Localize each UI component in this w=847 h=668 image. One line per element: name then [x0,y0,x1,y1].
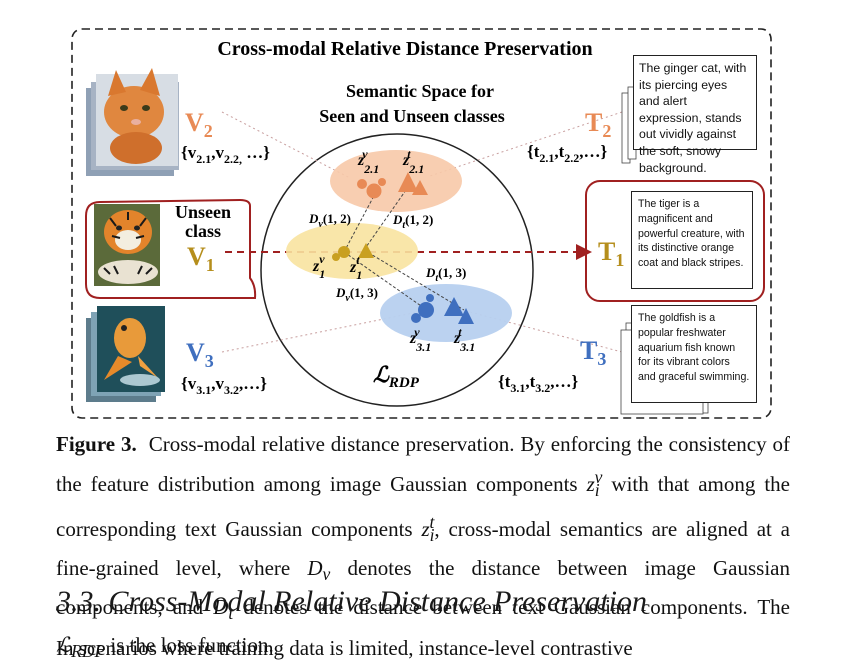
label-z21t: z2.1t [402,147,424,176]
label-v2: V2 [185,108,213,141]
text-box-t3: The goldfish is a popular freshwater aqu… [631,305,757,403]
figure-label: Figure 3. [56,432,137,456]
distance-lines [343,189,465,311]
label-t3: T3 [580,336,606,369]
label-dt13: Dt(1, 3) [425,265,466,284]
unseen-label-line1: Unseen [175,202,231,222]
goldfish-photo [86,306,165,402]
text-box-t1: The tiger is a magnificent and powerful … [631,191,753,289]
set-t2: {t2.1,t2.2,…} [527,142,608,165]
class-2-components [357,172,428,199]
body-text-line: In scenarios where training data is limi… [56,636,633,660]
label-z21v: z2.1v [357,147,379,176]
label-dv13: Dv(1, 3) [335,285,378,304]
label-v1: V1 [187,242,215,275]
semantic-space-label-line2: Seen and Unseen classes [319,106,505,126]
class-1-components [332,243,374,261]
semantic-space-label-line1: Semantic Space for [346,81,494,101]
label-t1: T1 [598,237,624,270]
unseen-label-line2: class [185,221,221,241]
label-z1v: z1v [312,252,325,281]
label-dt12: Dt(1, 2) [392,212,433,231]
cluster-class-2 [330,150,462,212]
unseen-image-frame [85,198,257,299]
section-heading: 3.3. Cross-Modal Relative Distance Prese… [56,585,648,618]
semantic-space-circle [260,133,534,407]
label-t2: T2 [585,108,611,141]
class-3-components [411,294,474,324]
set-v3: {v3.1,v3.2,…} [181,374,267,397]
label-v3: V3 [186,338,214,371]
math-zt: zit [421,512,435,546]
math-dt: Dt [213,594,234,623]
figure-caption: Figure 3.Cross-modal relative distance p… [56,432,791,662]
label-z1t: z1t [349,253,362,282]
loss-label: ℒRDP [373,362,420,391]
label-dv12: Dv(1, 2) [308,211,351,230]
figure-diagram: Cross-modal Relative Distance Preservati… [71,28,772,419]
text-box-t2: The ginger cat, with its piercing eyes a… [633,55,757,175]
figure-frame [71,28,772,419]
tiger-photo [94,204,160,286]
math-zv: ziv [586,466,603,500]
cluster-class-1 [286,223,418,279]
figure-title: Cross-modal Relative Distance Preservati… [217,38,592,60]
set-v2: {v2.1,v2.2, …} [181,143,270,166]
set-t3: {t3.1,t3.2,…} [498,372,579,395]
unseen-text-frame [585,180,765,302]
ginger-cat-photo [86,68,179,176]
label-z31t: z3.1t [453,325,475,354]
label-z31v: z3.1v [409,325,431,354]
figure-3: Cross-modal Relative Distance Preservati… [71,28,772,419]
math-dv: Dv [307,555,331,585]
